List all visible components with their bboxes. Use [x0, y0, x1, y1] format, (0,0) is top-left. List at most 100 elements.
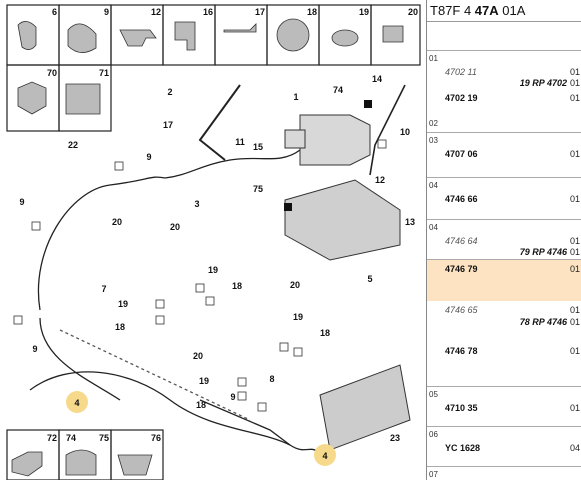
row-qty: 01 — [569, 78, 580, 88]
row-position: 01 — [429, 54, 438, 63]
row-qty: 01 — [569, 264, 580, 274]
thumb-label: 74 — [66, 433, 76, 443]
svg-text:18: 18 — [320, 328, 330, 338]
row-position: 03 — [429, 136, 438, 145]
parts-row-04c[interactable]: 4746 65 01 78 RP 4746 01 4746 78 01 — [427, 301, 581, 376]
module-housing — [284, 179, 401, 261]
svg-text:7: 7 — [101, 284, 106, 294]
parts-row-selected[interactable]: 4746 79 01 — [427, 259, 581, 301]
row-repair-ref: 78 RP 4746 — [519, 317, 567, 327]
row-position: 06 — [429, 430, 438, 439]
svg-text:11: 11 — [235, 137, 245, 147]
row-reference: YC 1628 — [445, 443, 481, 453]
row-reference: 4746 65 — [445, 305, 478, 315]
svg-text:13: 13 — [405, 217, 415, 227]
row-qty: 04 — [569, 443, 580, 453]
thumb-label: 72 — [47, 433, 57, 443]
header-prefix: T87F 4 — [430, 3, 475, 18]
parts-row-06[interactable]: 06 YC 1628 04 — [427, 426, 581, 466]
row-reference: 4746 78 — [445, 346, 478, 356]
row-repair-ref: 19 RP 4702 — [519, 78, 567, 88]
svg-text:20: 20 — [193, 351, 203, 361]
svg-text:17: 17 — [163, 120, 173, 130]
parts-row-07[interactable]: 07 — [427, 466, 581, 480]
row-qty: 01 — [569, 67, 580, 77]
callout-highlight — [66, 391, 336, 466]
svg-text:74: 74 — [333, 85, 343, 95]
svg-text:19: 19 — [118, 299, 128, 309]
parts-row-05[interactable]: 05 4710 35 01 — [427, 386, 581, 426]
svg-text:20: 20 — [112, 217, 122, 227]
row-position: 04 — [429, 223, 438, 232]
parts-reference-panel: T87F 4 47A 01A 01 4702 11 19 RP 4702 01 … — [426, 0, 581, 480]
row-position: 04 — [429, 181, 438, 190]
thumb-label: 6 — [52, 7, 57, 17]
row-reference: 4702 19 — [445, 93, 478, 103]
svg-text:20: 20 — [170, 222, 180, 232]
thumbnail-sketches — [11, 18, 404, 477]
row-qty: 01 — [569, 149, 580, 159]
thumb-label: 19 — [359, 7, 369, 17]
thumb-label: 70 — [47, 68, 57, 78]
row-reference: 4702 11 — [445, 67, 477, 77]
svg-text:4: 4 — [74, 398, 79, 408]
svg-text:14: 14 — [372, 74, 382, 84]
row-reference: 4707 06 — [445, 149, 478, 159]
row-qty: 01 — [569, 236, 580, 246]
row-qty: 01 — [569, 346, 580, 356]
svg-text:10: 10 — [400, 127, 410, 137]
svg-text:3: 3 — [194, 199, 199, 209]
thumb-label: 16 — [203, 7, 213, 17]
svg-text:4: 4 — [322, 451, 327, 461]
svg-text:19: 19 — [208, 265, 218, 275]
row-position: 07 — [429, 470, 438, 479]
row-position: 02 — [429, 119, 438, 128]
thumb-label: 18 — [307, 7, 317, 17]
svg-text:15: 15 — [253, 142, 263, 152]
parts-row-04b[interactable]: 04 4746 64 01 79 RP 4746 01 — [427, 219, 581, 259]
label-plate — [319, 364, 411, 451]
thumbnail-labels: 6 9 12 16 17 18 19 20 70 71 72 74 75 76 — [47, 7, 418, 443]
svg-text:9: 9 — [19, 197, 24, 207]
row-qty: 01 — [569, 194, 580, 204]
svg-text:8: 8 — [269, 374, 274, 384]
thumb-label: 12 — [151, 7, 161, 17]
svg-text:18: 18 — [115, 322, 125, 332]
row-repair-ref: 79 RP 4746 — [519, 247, 567, 257]
row-reference: 4746 66 — [445, 194, 478, 204]
thumb-label: 75 — [99, 433, 109, 443]
row-qty: 01 — [569, 93, 580, 103]
svg-text:1: 1 — [293, 92, 298, 102]
actuator-motor — [284, 114, 371, 166]
thumb-label: 17 — [255, 7, 265, 17]
svg-text:23: 23 — [390, 433, 400, 443]
svg-text:9: 9 — [230, 392, 235, 402]
row-reference: 4746 79 — [445, 264, 478, 274]
callout-markers-solid — [284, 100, 372, 211]
svg-text:5: 5 — [367, 274, 372, 284]
svg-text:9: 9 — [32, 344, 37, 354]
svg-text:12: 12 — [375, 175, 385, 185]
parts-row-03[interactable]: 03 4707 06 01 — [427, 132, 581, 177]
svg-text:20: 20 — [290, 280, 300, 290]
callout-numbers: 1 2 3 4 4 5 7 8 9 9 9 9 10 11 12 13 14 1… — [19, 74, 415, 461]
row-position: 05 — [429, 390, 438, 399]
thumb-label: 20 — [408, 7, 418, 17]
row-qty: 01 — [569, 403, 580, 413]
row-qty: 01 — [569, 247, 580, 257]
svg-text:9: 9 — [146, 152, 151, 162]
svg-text:22: 22 — [68, 140, 78, 150]
row-qty: 01 — [569, 305, 580, 315]
row-reference: 4746 64 — [445, 236, 478, 246]
header-bold: 47A — [474, 3, 499, 18]
row-qty: 01 — [569, 317, 580, 327]
cable-assembly-drawing — [29, 84, 406, 453]
exploded-parts-diagram: 6 9 12 16 17 18 19 20 70 71 72 74 75 76 — [6, 4, 421, 480]
parts-row-04a[interactable]: 04 4746 66 01 — [427, 177, 581, 219]
thumb-label: 9 — [104, 7, 109, 17]
parts-row-01[interactable]: 01 4702 11 19 RP 4702 01 01 4702 19 01 0… — [427, 50, 581, 132]
callout-markers — [13, 139, 387, 412]
diagram-reference-header: T87F 4 47A 01A — [427, 0, 581, 22]
header-suffix: 01A — [498, 3, 526, 18]
thumb-label: 76 — [151, 433, 161, 443]
